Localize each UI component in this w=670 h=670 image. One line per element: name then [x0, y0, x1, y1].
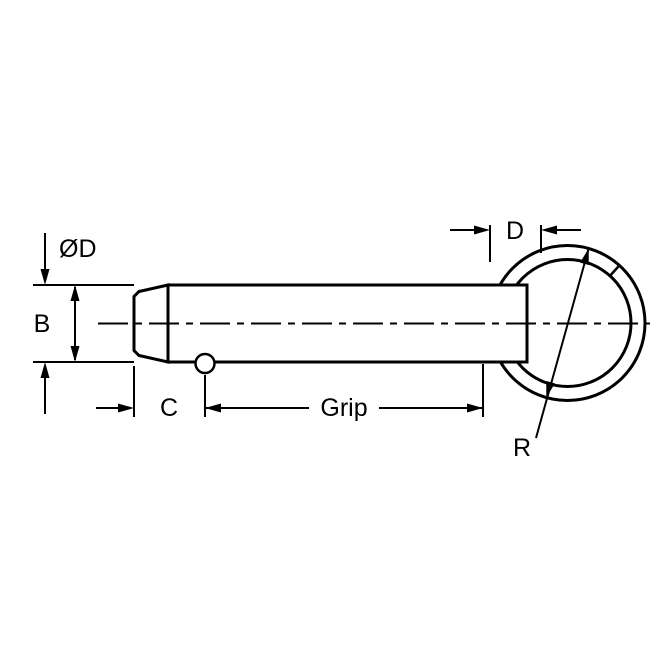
dim-grip-left-arrowhead [205, 403, 221, 413]
detent-ball [194, 352, 216, 375]
dim-b-label: B [34, 310, 51, 338]
dim-b-top-arrowhead [70, 285, 80, 301]
dim-od-label: ØD [59, 235, 97, 263]
dim-od-top-arrowhead [40, 269, 50, 285]
dim-d-label: D [506, 217, 524, 245]
dim-c-label: C [160, 394, 178, 422]
dim-b-bottom-arrowhead [70, 346, 80, 362]
dim-grip-right-arrowhead [467, 403, 483, 413]
drawing-layer: ØD B C Grip D [33, 217, 650, 462]
dim-grip-label: Grip [320, 394, 367, 422]
ring-split-line [609, 264, 621, 277]
dim-d-left-arrowhead [474, 225, 490, 235]
dim-d-right-arrowhead [541, 225, 557, 235]
dim-r-top-arrowhead [580, 248, 589, 266]
dim-c-arrowhead [118, 403, 134, 413]
dim-od-bottom-arrowhead [40, 362, 50, 378]
dim-r-line [535, 248, 590, 439]
dim-r-bottom-arrowhead [546, 380, 555, 398]
dim-r-label: R [513, 434, 531, 462]
